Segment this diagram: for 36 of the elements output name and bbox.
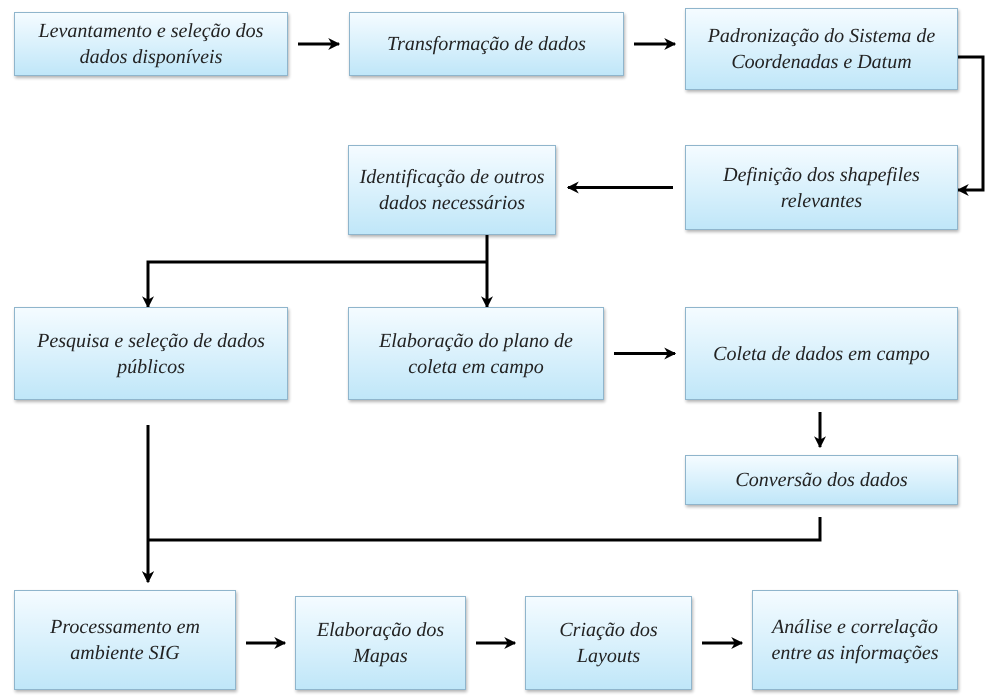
step-text: Padronização do Sistema de Coordenadas e Datum (706, 24, 936, 75)
step-text: Coleta de dados em campo (713, 342, 930, 366)
step-text: Criação dos Layouts (558, 618, 659, 669)
process-box (14, 307, 288, 400)
step-text: Conversão dos dados (735, 468, 908, 493)
step-text: Elaboração dos Mapas (316, 618, 446, 669)
process-box (685, 455, 958, 505)
process-box (14, 590, 236, 690)
step-text: Análise e correlação entre as informações (770, 615, 940, 666)
step-text: Elaboração do plano de coleta em campo (378, 328, 574, 380)
arrow (956, 56, 984, 196)
arrow (702, 637, 744, 649)
process-box (685, 145, 958, 230)
process-box (348, 307, 604, 400)
arrow (614, 348, 676, 360)
process-box (295, 596, 466, 690)
process-box (525, 596, 692, 690)
process-box (348, 145, 556, 235)
step-text: Processamento em ambiente SIG (49, 615, 201, 666)
process-box (685, 307, 958, 400)
step-text: Levantamento e seleção dos dados disponíveis (37, 19, 264, 70)
step-text: Transformação de dados (387, 32, 586, 57)
step-text: Pesquisa e seleção de dados públicos (36, 328, 266, 380)
arrow (246, 637, 286, 649)
arrow (814, 412, 826, 448)
process-box (685, 8, 958, 90)
step-text: Definição dos shapefiles relevantes (722, 162, 921, 214)
arrow (634, 38, 676, 50)
arrow (142, 517, 822, 584)
process-box (349, 12, 624, 76)
process-box (752, 590, 958, 690)
process-box (14, 12, 288, 76)
arrow (298, 38, 340, 50)
arrow (476, 637, 516, 649)
arrow (566, 182, 673, 194)
step-text: Identificação de outros dados necessários (359, 165, 545, 216)
